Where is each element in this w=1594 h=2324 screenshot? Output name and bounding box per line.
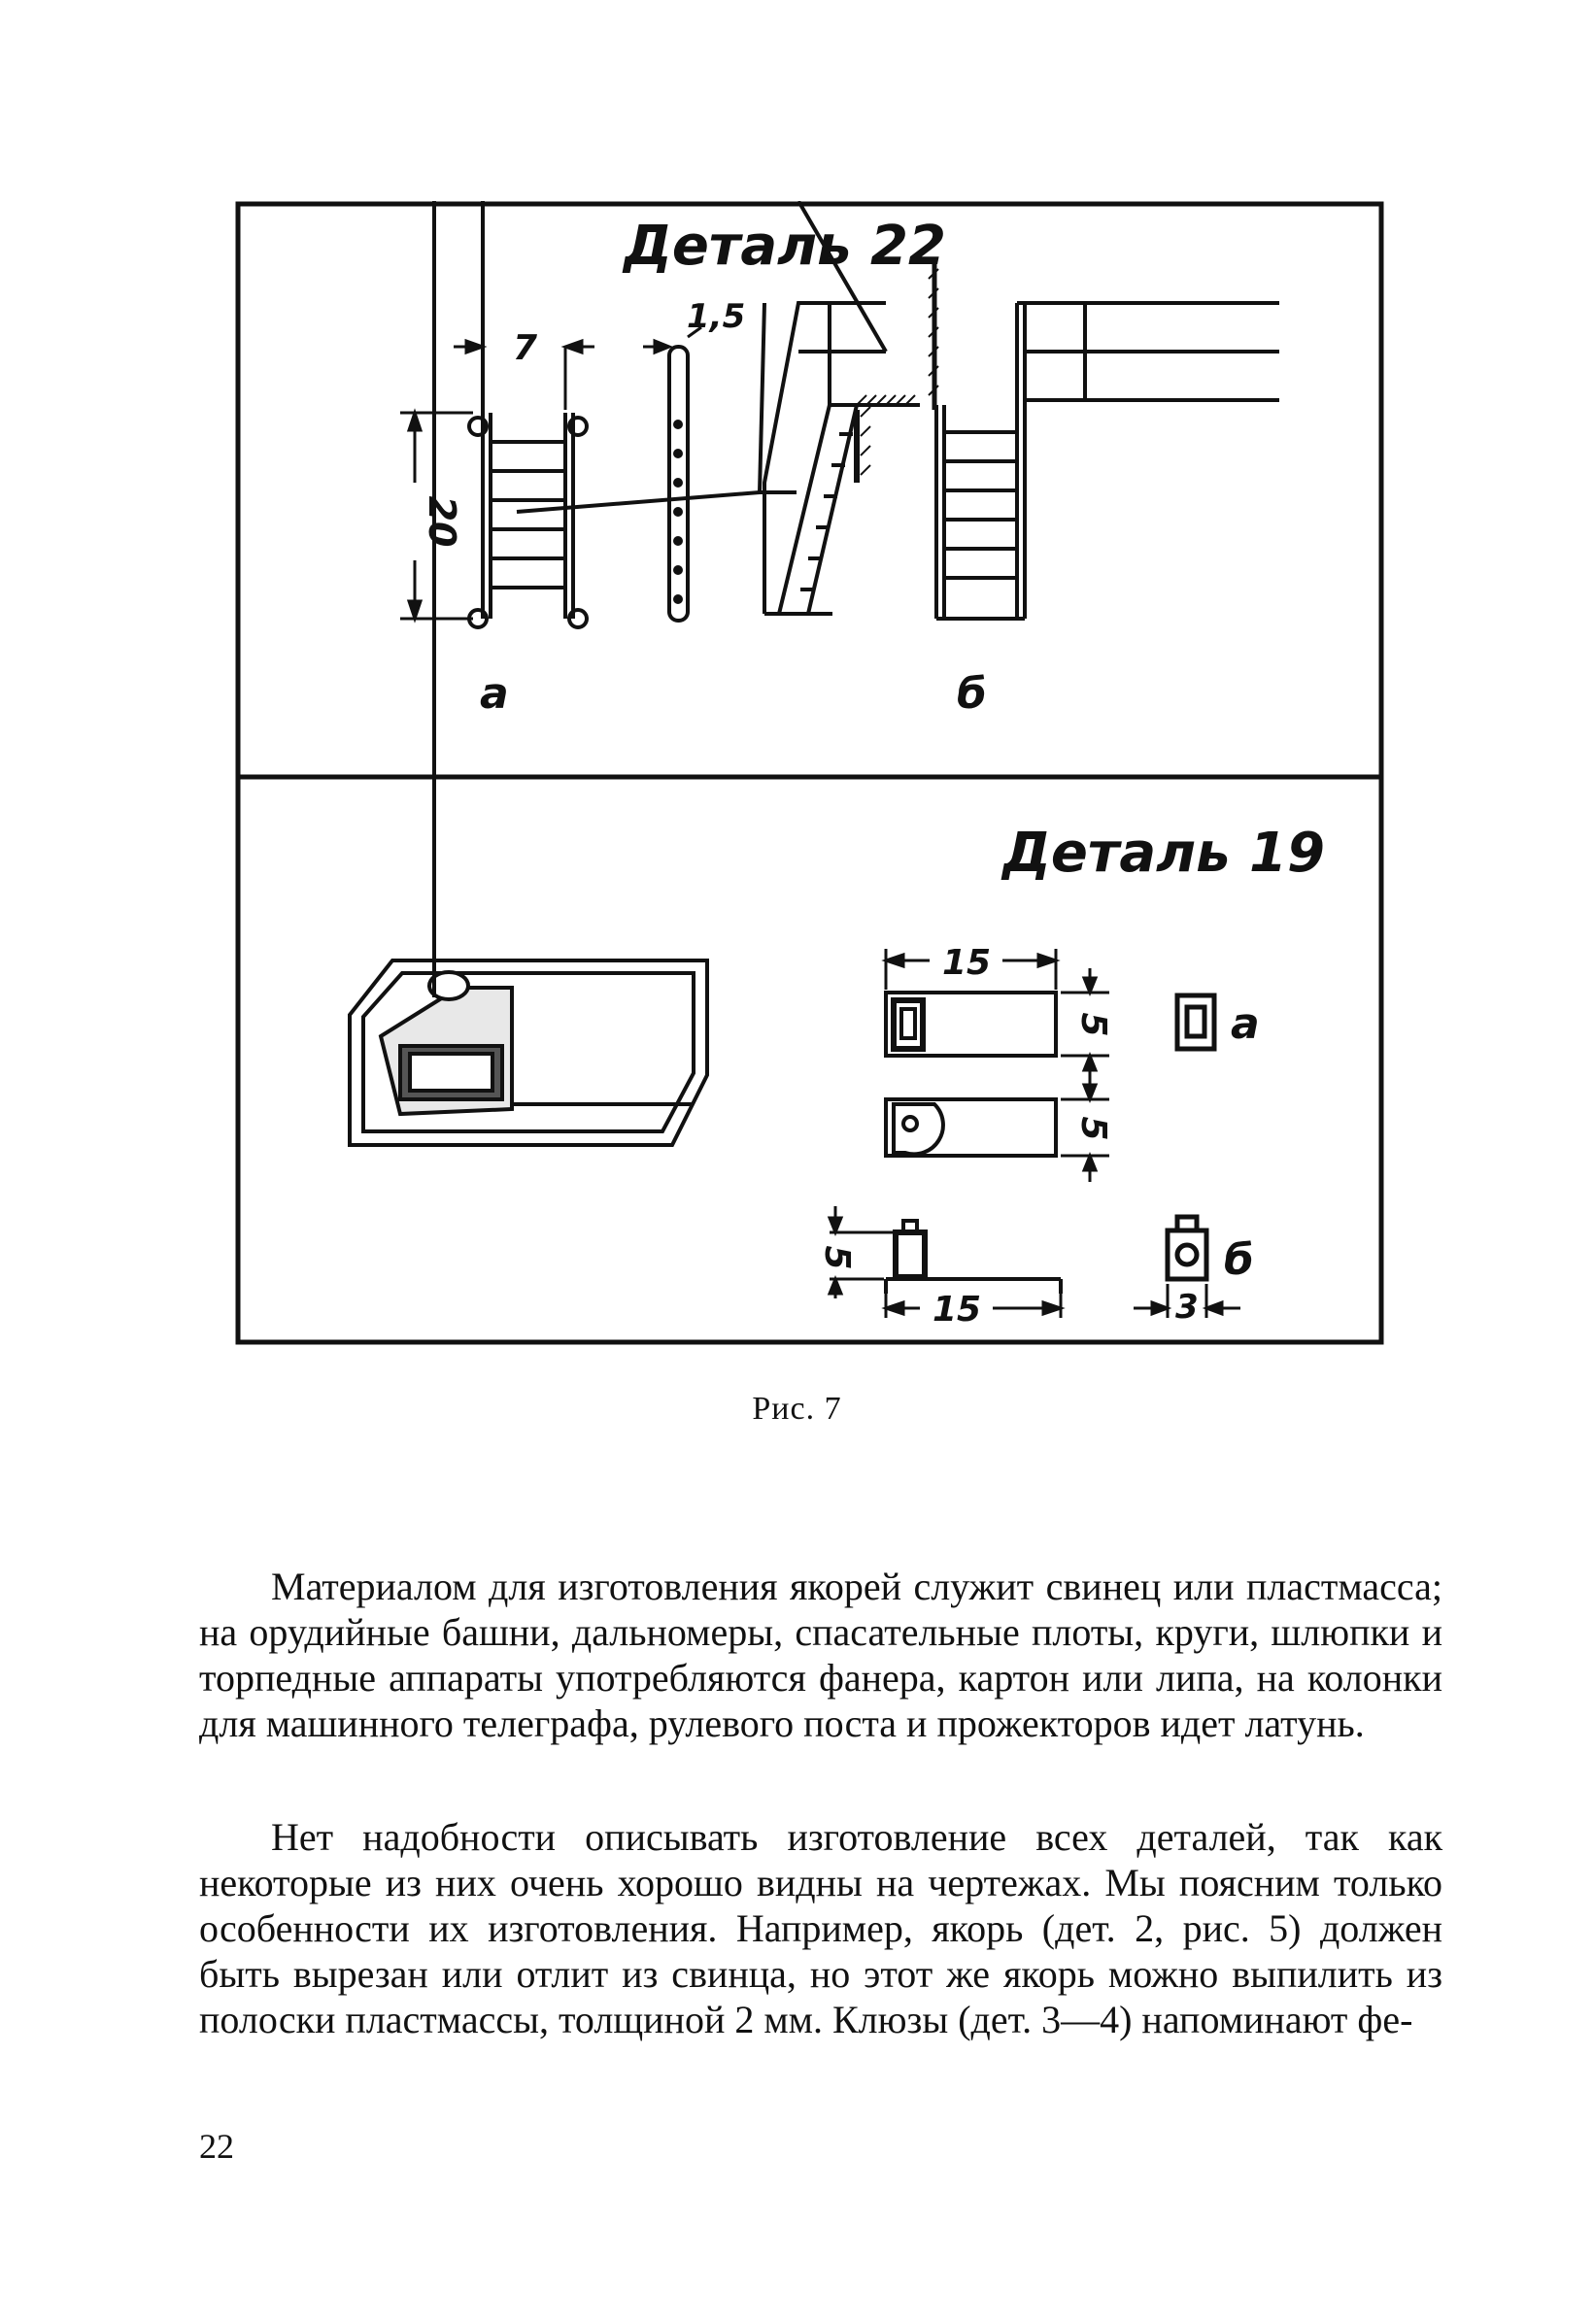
deck-hatching [854,394,916,483]
dim-height-1-label: 5 [1073,1012,1113,1036]
dim-length-bottom-label: 15 [933,1290,981,1330]
dimension-left-height [827,1206,896,1298]
wall-hatching [928,259,939,410]
end-view-b [1165,1214,1209,1282]
dim-height-2-label: 5 [1073,1116,1113,1140]
end-view-a [1174,993,1217,1052]
dimension-length-top [881,949,1061,990]
paragraph-1: Материалом для изготовления якорей служи… [199,1565,1442,1745]
top-panel-title: Деталь 22 [622,215,946,278]
side-view [884,1097,1058,1158]
figure-7: Деталь 22 7 20 [235,201,1384,1345]
dim-height-left-label: 5 [817,1245,857,1269]
dim-height-label: 20 [421,496,463,548]
page-number: 22 [199,2127,234,2166]
bottom-label-b: б [1224,1235,1254,1285]
dimension-height [400,408,473,623]
dim-width-small-label: 3 [1175,1288,1199,1327]
dimension-width [454,338,594,410]
dim-width-label: 7 [513,328,537,368]
dimension-thickness [643,325,702,355]
ladder-side-view [667,345,690,623]
front-view-b [884,1219,1063,1294]
inclined-ladder [516,201,920,616]
top-label-b: б [957,669,987,719]
dim-length-top-label: 15 [942,943,991,983]
dimension-length-bottom [881,1294,1066,1318]
bottom-panel-title: Деталь 19 [1000,822,1325,885]
bottom-label-a: а [1231,999,1260,1049]
dimension-heights [1061,968,1109,1182]
vertical-ladder [934,301,1279,621]
ladder-front-view [467,201,589,629]
figure-caption: Рис. 7 [752,1391,842,1427]
top-label-a: а [480,669,509,719]
dim-thickness-label: 1,5 [687,297,745,336]
paragraph-2: Нет надобности описывать изготовление вс… [199,1815,1442,2041]
figure-frame [235,201,1384,1345]
top-view-a [884,991,1058,1058]
perspective-part [348,201,709,1147]
dimension-width-small [1134,1284,1240,1318]
